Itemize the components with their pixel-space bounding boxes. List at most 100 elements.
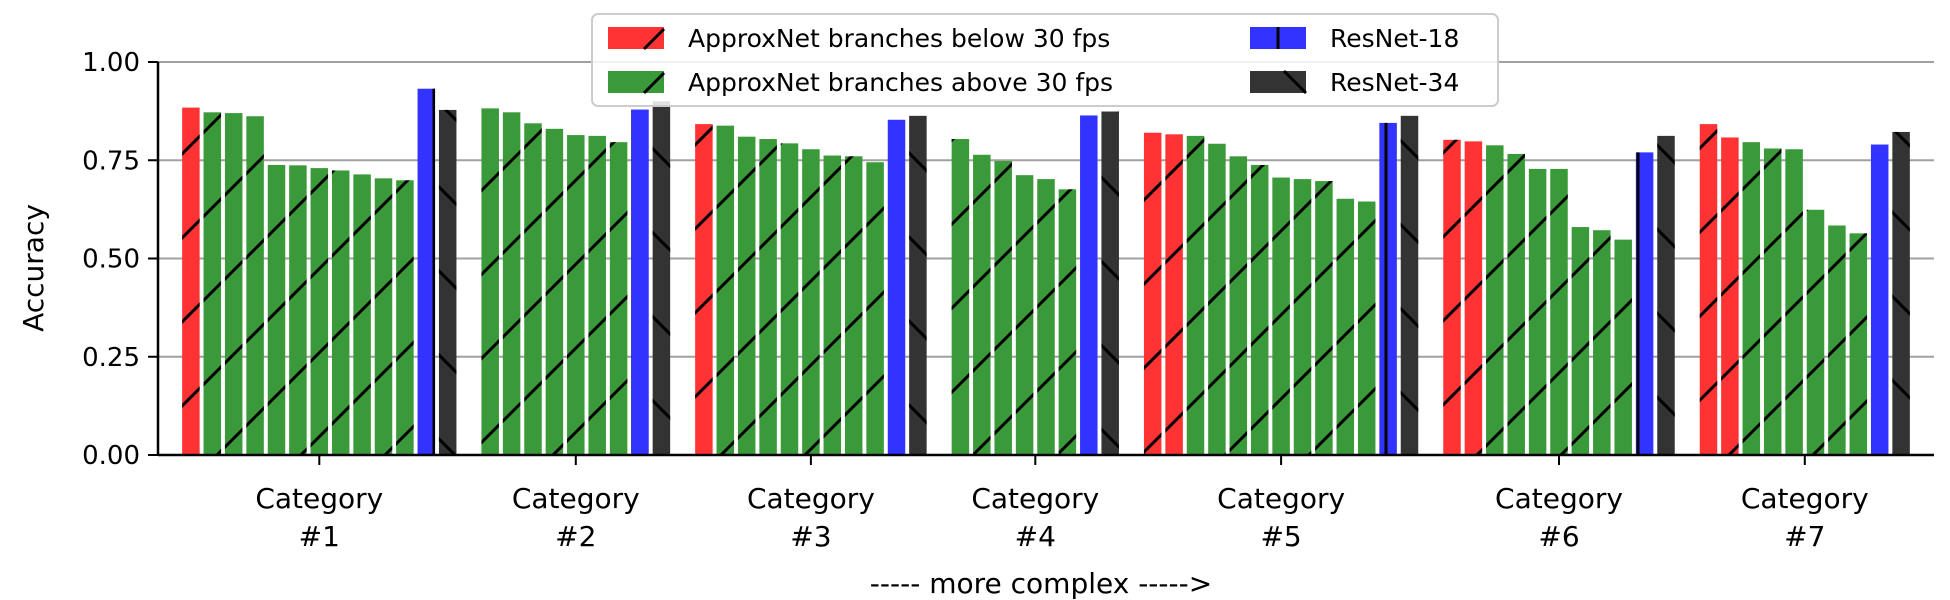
bar-hatch (246, 116, 264, 455)
bar-hatch (1550, 168, 1568, 455)
bar-hatch (1699, 124, 1718, 456)
bar-hatch (1849, 233, 1868, 455)
bar-hatch (695, 124, 713, 456)
category-label-line2: #2 (555, 520, 596, 553)
bar-hatch (588, 135, 606, 455)
bar-hatch (1486, 145, 1504, 456)
bar-hatch (1037, 179, 1055, 455)
category-label-line2: #6 (1538, 520, 1579, 553)
bar-hatch (224, 113, 243, 455)
bar-hatch (1165, 134, 1183, 455)
bar-hatch (1400, 115, 1419, 455)
bar-hatch (182, 107, 200, 455)
legend-label-black: ResNet-34 (1330, 68, 1459, 97)
category-label-line2: #5 (1260, 520, 1301, 553)
bar-hatch (1379, 122, 1397, 455)
bar-hatch (631, 109, 649, 455)
bar-hatch (866, 162, 884, 455)
legend-label-red: ApproxNet branches below 30 fps (688, 24, 1110, 53)
bar-hatch (310, 168, 329, 456)
category-label-line1: Category (747, 482, 875, 515)
bar-hatch (1443, 139, 1461, 455)
bar-hatch (1571, 227, 1590, 455)
bar-hatch (502, 112, 521, 455)
bar-hatch (1635, 152, 1654, 455)
bar-hatch (1593, 230, 1611, 455)
category-labels: Category #1 Category #2 Category #3 Category #4… (255, 482, 1868, 553)
legend-hatch-mark (1282, 69, 1308, 95)
bar-hatch (353, 174, 371, 455)
bar-hatch (203, 112, 222, 455)
bar-hatch (567, 135, 585, 455)
bar-hatch (609, 142, 628, 455)
bar-hatch (823, 155, 842, 455)
category-label-line1: Category (1217, 482, 1345, 515)
category-label-line2: #1 (299, 520, 340, 553)
bar-hatch (1080, 115, 1098, 455)
category-group-2 (481, 101, 671, 456)
bar-hatch (1143, 132, 1162, 456)
x-axis-label: ----- more complex -----> (870, 567, 1212, 600)
bar-hatch (1464, 141, 1483, 456)
bar-hatch (289, 165, 307, 455)
category-label-line1: Category (1741, 482, 1869, 515)
bar-hatch (802, 149, 820, 455)
bar-hatch (1870, 144, 1889, 455)
category-label-line1: Category (512, 482, 640, 515)
bar-hatch (652, 101, 671, 456)
bar-hatch (1336, 198, 1355, 455)
bar-hatch (844, 156, 863, 455)
bar-hatch (1742, 142, 1761, 455)
bar-hatch (396, 180, 414, 455)
bar-hatch (737, 136, 756, 456)
bar-hatch (1892, 131, 1910, 456)
bar-hatch (1272, 177, 1290, 456)
bar-hatch (951, 139, 970, 455)
category-group-7 (1699, 124, 1910, 456)
bar-hatch (759, 139, 777, 455)
category-label-line1: Category (1495, 482, 1623, 515)
bar-hatch (1614, 239, 1632, 455)
axes (148, 61, 1934, 465)
bar-hatch (267, 164, 286, 455)
y-tick-labels: 0.000.250.500.751.00 (82, 48, 140, 471)
bar-hatch (1293, 179, 1312, 455)
bar-hatch (438, 109, 457, 456)
category-label-line1: Category (971, 482, 1099, 515)
bar-hatch (1208, 143, 1226, 455)
bar-hatch (716, 125, 735, 455)
bar-hatch (1657, 135, 1675, 455)
bar-hatch (1528, 168, 1547, 455)
category-label-line1: Category (255, 482, 383, 515)
legend-label-blue: ResNet-18 (1330, 24, 1459, 53)
bar-hatch (1721, 137, 1739, 455)
bar-hatch (780, 143, 799, 455)
bar-hatch (887, 119, 906, 456)
category-group-5 (1143, 115, 1419, 456)
y-tick-label: 0.25 (82, 343, 140, 373)
bar-hatch (1357, 201, 1376, 455)
bar-hatch (973, 154, 991, 456)
y-tick-label: 0.50 (82, 245, 140, 275)
y-tick-label: 0.75 (82, 146, 140, 176)
category-group-6 (1443, 135, 1675, 456)
bar-hatch (1101, 111, 1119, 455)
bar-hatch (331, 170, 350, 455)
bar-hatch (524, 123, 542, 456)
bar-hatch (1507, 153, 1525, 455)
legend-hatch-mark (642, 27, 666, 51)
category-group-1 (182, 88, 457, 456)
legend: ApproxNet branches below 30 fpsApproxNet… (591, 13, 1499, 107)
bars (182, 88, 1910, 456)
category-group-3 (695, 115, 927, 456)
y-tick-label: 1.00 (82, 48, 140, 78)
bar-hatch (1250, 164, 1269, 455)
bar-hatch (545, 128, 564, 455)
bar-hatch (1058, 189, 1077, 455)
bar-hatch (1828, 225, 1846, 455)
category-label-line2: #4 (1015, 520, 1056, 553)
category-group-4 (951, 111, 1119, 456)
category-label-line2: #3 (790, 520, 831, 553)
bar-hatch (994, 161, 1012, 455)
